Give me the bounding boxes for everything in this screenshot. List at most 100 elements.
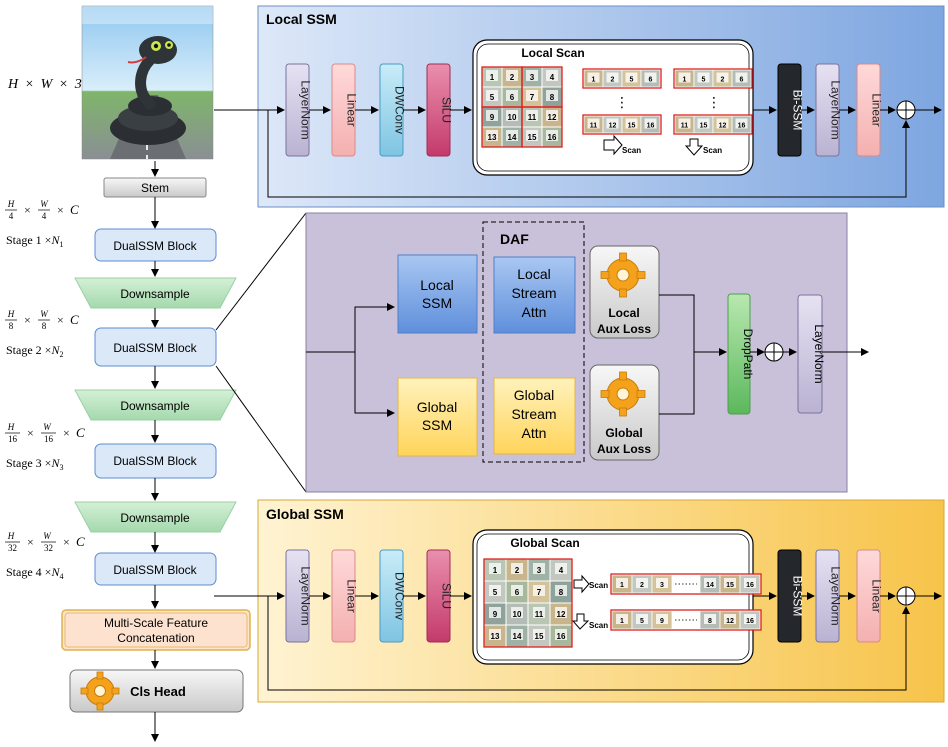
dualssm-block-label: DualSSM Block xyxy=(113,563,197,577)
layer-label: Bi-SSM xyxy=(791,90,805,131)
layernorm-layer: LayerNorm xyxy=(285,549,313,643)
grid-cell: 8 xyxy=(541,86,563,108)
channel-symbol: C xyxy=(70,312,79,327)
layer-label: SiLU xyxy=(440,97,454,123)
local-aux-loss-line1: Local xyxy=(608,306,639,320)
downsample-3 xyxy=(74,501,237,533)
scan-label: Scan xyxy=(703,146,722,155)
grid-cell: 15 xyxy=(521,126,543,148)
sequence-token: 5 xyxy=(693,69,714,88)
sequence-token-number: 12 xyxy=(726,618,734,625)
dualssm-block-label: DualSSM Block xyxy=(113,341,197,355)
dwconv-layer: DWConv xyxy=(379,63,407,157)
bi-ssm-layer: Bi-SSM xyxy=(777,63,805,157)
times-sign: × xyxy=(27,426,34,440)
grid-cell-number: 2 xyxy=(515,566,520,575)
cls-head-box xyxy=(69,669,244,713)
grid-cell-number: 12 xyxy=(548,113,557,122)
grid-cell: 15 xyxy=(527,624,551,648)
msfc-label-line2: Concatenation xyxy=(117,631,194,645)
sequence-token-number: 14 xyxy=(706,582,714,589)
sequence-token-number: 6 xyxy=(740,77,744,84)
grid-cell-number: 3 xyxy=(537,566,542,575)
grid-cell-number: 5 xyxy=(493,588,498,597)
grid-cell-number: 2 xyxy=(510,73,515,82)
grid-cell-number: 6 xyxy=(515,588,520,597)
msfc-box xyxy=(61,609,251,651)
grid-cell: 4 xyxy=(549,558,573,582)
grid-cell-number: 9 xyxy=(490,113,495,122)
sequence-token: 15 xyxy=(621,115,642,134)
grid-cell: 11 xyxy=(521,106,543,128)
scan-label: Scan xyxy=(622,146,641,155)
layer-label: Bi-SSM xyxy=(791,576,805,617)
stem-label: Stem xyxy=(141,181,169,195)
grid-cell: 2 xyxy=(505,558,529,582)
frac-numerator: W xyxy=(40,309,49,319)
times-sign: × xyxy=(63,426,70,440)
sequence-token-number: 3 xyxy=(660,582,664,589)
sequence-token-number: 12 xyxy=(719,123,727,130)
downsample-label: Downsample xyxy=(120,287,190,301)
dualssm-block-label: DualSSM Block xyxy=(113,454,197,468)
downsample-1 xyxy=(74,277,237,309)
grid-cell-number: 16 xyxy=(548,133,557,142)
silu-layer: SiLU xyxy=(426,549,454,643)
grid-cell-number: 5 xyxy=(490,93,495,102)
gear-icon xyxy=(600,252,646,298)
grid-cell: 12 xyxy=(549,602,573,626)
sequence-token: 16 xyxy=(640,115,661,134)
cls-head-label: Cls Head xyxy=(130,684,186,699)
sequence-token-number: 1 xyxy=(620,618,624,625)
downsample-2 xyxy=(74,389,237,421)
grid-cell: 14 xyxy=(505,624,529,648)
sequence-token: 1 xyxy=(611,574,633,594)
local-stream-attn-line2: Stream xyxy=(511,285,556,301)
grid-cell: 16 xyxy=(541,126,563,148)
grid-cell: 9 xyxy=(481,106,503,128)
grid-cell-number: 11 xyxy=(535,610,544,619)
layer-label: LayerNorm xyxy=(829,80,843,139)
sequence-token-number: 2 xyxy=(611,77,615,84)
local-scan-title: Local Scan xyxy=(521,46,584,60)
stage-label: Stage 1 ×N1 xyxy=(6,233,63,249)
sequence-token-number: 2 xyxy=(640,582,644,589)
layernorm-layer: LayerNorm xyxy=(285,63,313,157)
dots: ⋮ xyxy=(615,94,629,110)
sequence-token: 1 xyxy=(674,69,695,88)
times-sign: × xyxy=(27,535,34,549)
grid-cell: 9 xyxy=(483,602,507,626)
daf-local-ssm-line1: Local xyxy=(420,277,453,293)
sequence-token-number: 12 xyxy=(609,123,617,130)
grid-cell: 13 xyxy=(481,126,503,148)
times-sign: × xyxy=(57,203,64,217)
grid-cell: 13 xyxy=(483,624,507,648)
downsample-label: Downsample xyxy=(120,511,190,525)
grid-cell-number: 10 xyxy=(513,610,522,619)
sequence-token: 12 xyxy=(719,610,741,630)
grid-cell-number: 4 xyxy=(559,566,564,575)
layer-label: Linear xyxy=(870,579,884,612)
grid-cell: 16 xyxy=(549,624,573,648)
scan-arrow-right-icon xyxy=(603,134,623,156)
grid-cell-number: 11 xyxy=(528,113,537,122)
daf-global-ssm xyxy=(397,377,478,457)
global-stream-attn-line3: Attn xyxy=(522,425,547,441)
sequence-token-number: 1 xyxy=(683,77,687,84)
global-scan-title: Global Scan xyxy=(510,536,579,550)
grid-cell-number: 15 xyxy=(535,632,544,641)
global-stream-attn xyxy=(493,377,576,455)
frac-denominator: 8 xyxy=(9,321,14,331)
frac-numerator: W xyxy=(43,422,52,432)
grid-cell: 5 xyxy=(483,580,507,604)
daf-layernorm-label: LayerNorm xyxy=(812,324,826,383)
grid-cell: 12 xyxy=(541,106,563,128)
linear-layer: Linear xyxy=(331,63,359,157)
sequence-token: 16 xyxy=(739,610,761,630)
grid-cell-number: 14 xyxy=(508,133,517,142)
times-sign: × xyxy=(24,203,31,217)
grid-cell: 4 xyxy=(541,66,563,88)
sequence-token: 2 xyxy=(602,69,623,88)
bi-ssm-layer: Bi-SSM xyxy=(777,549,805,643)
